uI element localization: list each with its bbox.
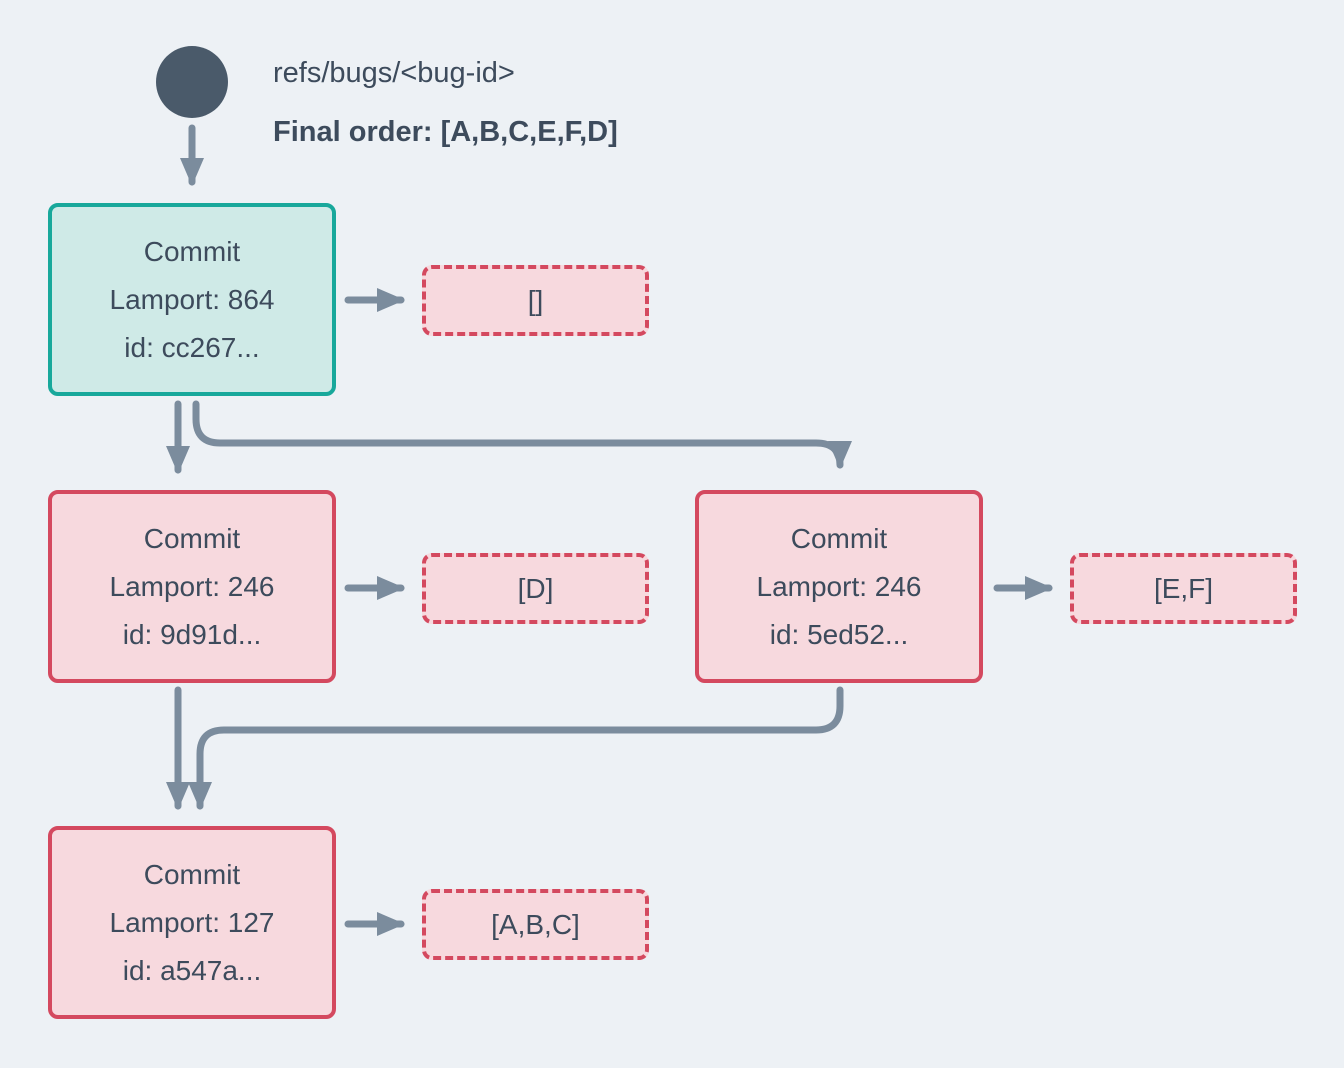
commit-node-right-child: Commit Lamport: 246 id: 5ed52... [695, 490, 983, 683]
payload-root: [] [422, 265, 649, 336]
commit-title: Commit [143, 235, 241, 267]
ref-head-circle [156, 46, 228, 118]
commit-id: id: 5ed52... [769, 618, 909, 650]
commit-lamport: Lamport: 246 [109, 570, 275, 602]
payload-left-child: [D] [422, 553, 649, 624]
payload-merge: [A,B,C] [422, 889, 649, 960]
commit-title: Commit [143, 858, 241, 890]
edge-root-to-right-child [192, 400, 852, 469]
commit-id: id: a547a... [122, 954, 262, 986]
commit-title: Commit [143, 522, 241, 554]
payload-right-child: [E,F] [1070, 553, 1297, 624]
edge-right-child-to-merge [188, 686, 844, 810]
commit-id: id: 9d91d... [122, 618, 262, 650]
commit-id: id: cc267... [124, 331, 260, 363]
ref-name-label: refs/bugs/<bug-id> [273, 57, 515, 89]
commit-lamport: Lamport: 864 [109, 283, 275, 315]
commit-lamport: Lamport: 127 [109, 906, 275, 938]
commit-title: Commit [790, 522, 888, 554]
commit-node-left-child: Commit Lamport: 246 id: 9d91d... [48, 490, 336, 683]
final-order-label: Final order: [A,B,C,E,F,D] [273, 116, 618, 148]
commit-node-root: Commit Lamport: 864 id: cc267... [48, 203, 336, 396]
commit-lamport: Lamport: 246 [756, 570, 922, 602]
commit-node-merge: Commit Lamport: 127 id: a547a... [48, 826, 336, 1019]
